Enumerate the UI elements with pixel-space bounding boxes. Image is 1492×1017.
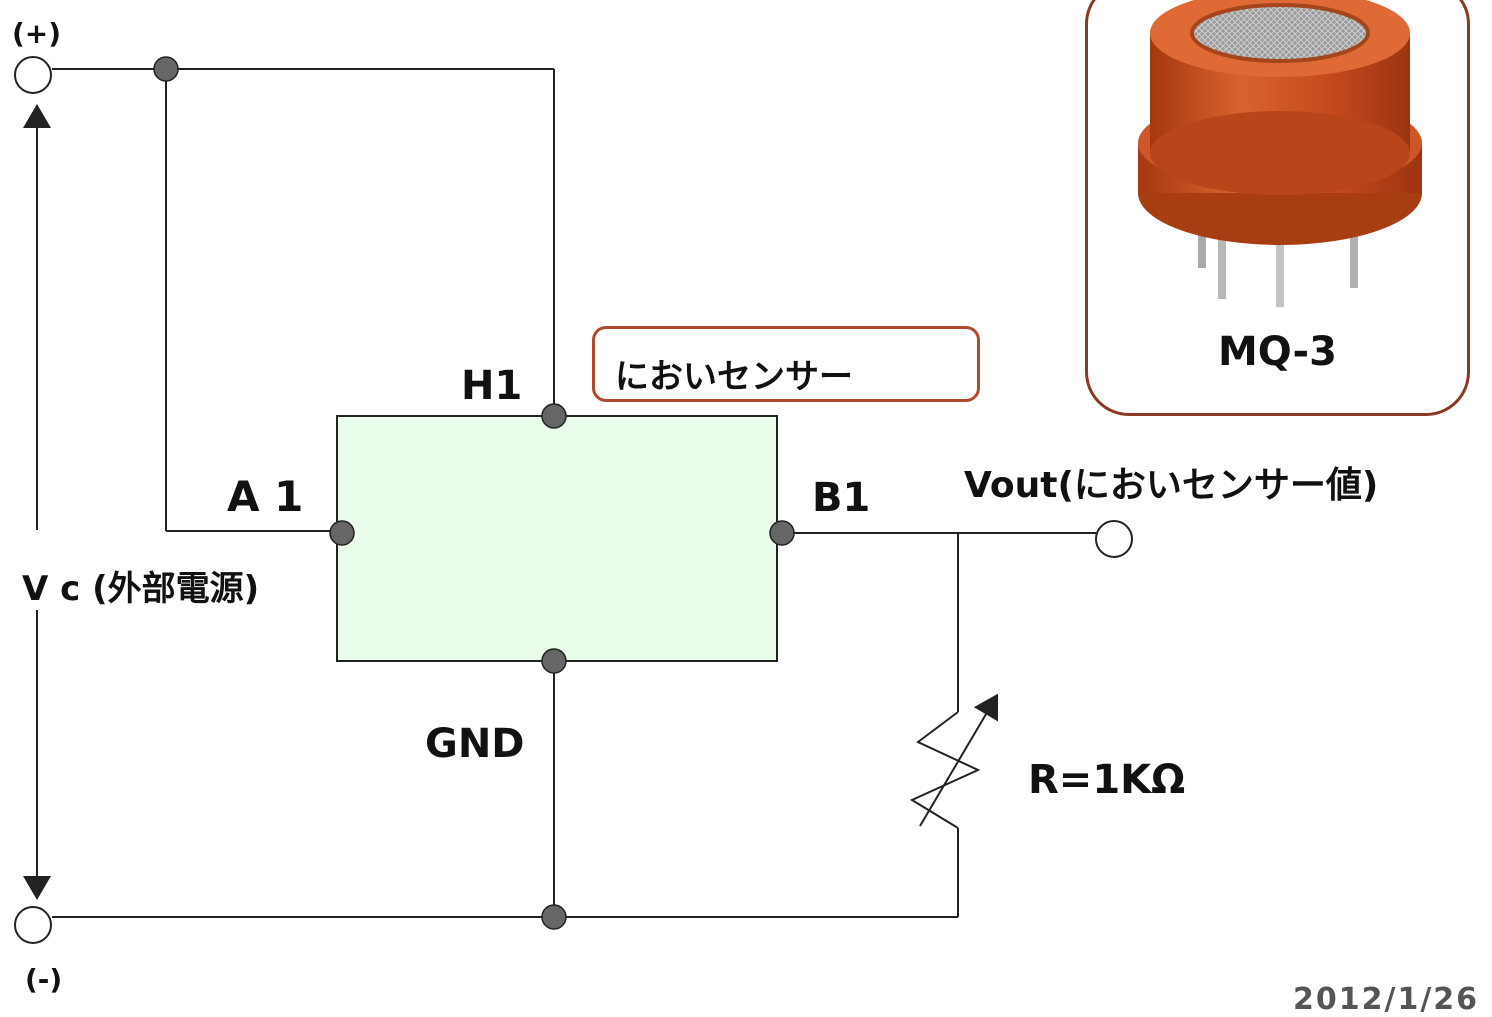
pin-label-h1: H1	[461, 363, 523, 409]
junction-node-top	[153, 56, 179, 82]
positive-label: (+)	[12, 17, 62, 50]
vout-label: Vout(においセンサー値)	[964, 465, 1379, 506]
sensor-body	[336, 415, 778, 662]
pin-label-gnd: GND	[425, 721, 525, 767]
sensor-photo-frame: MQ-3	[1085, 0, 1470, 416]
sensor-callout: においセンサー	[592, 326, 980, 402]
pin-label-a1: A 1	[227, 472, 304, 521]
negative-terminal	[14, 906, 52, 944]
pin-node-gnd	[541, 648, 567, 674]
pin-label-b1: B1	[812, 475, 871, 521]
vc-label: V c (外部電源)	[22, 569, 260, 609]
sensor-callout-text: においセンサー	[615, 357, 853, 397]
sensor-photo-caption: MQ-3	[1218, 329, 1337, 375]
output-wire	[782, 532, 1096, 712]
junction-node-bottom	[541, 904, 567, 930]
vout-terminal	[1095, 520, 1133, 558]
pin-node-h1	[541, 403, 567, 429]
negative-label: (-)	[25, 963, 63, 996]
gas-sensor-photo	[1138, 0, 1422, 307]
variable-resistor	[909, 693, 999, 829]
top-rail-wire	[52, 68, 555, 532]
pin-node-b1	[769, 520, 795, 546]
pin-node-a1	[329, 520, 355, 546]
resistor-label: R=1KΩ	[1028, 757, 1186, 803]
bottom-rail-wire	[52, 661, 959, 918]
slide-date: 2012/1/26	[1293, 982, 1480, 1017]
positive-terminal	[14, 56, 52, 94]
